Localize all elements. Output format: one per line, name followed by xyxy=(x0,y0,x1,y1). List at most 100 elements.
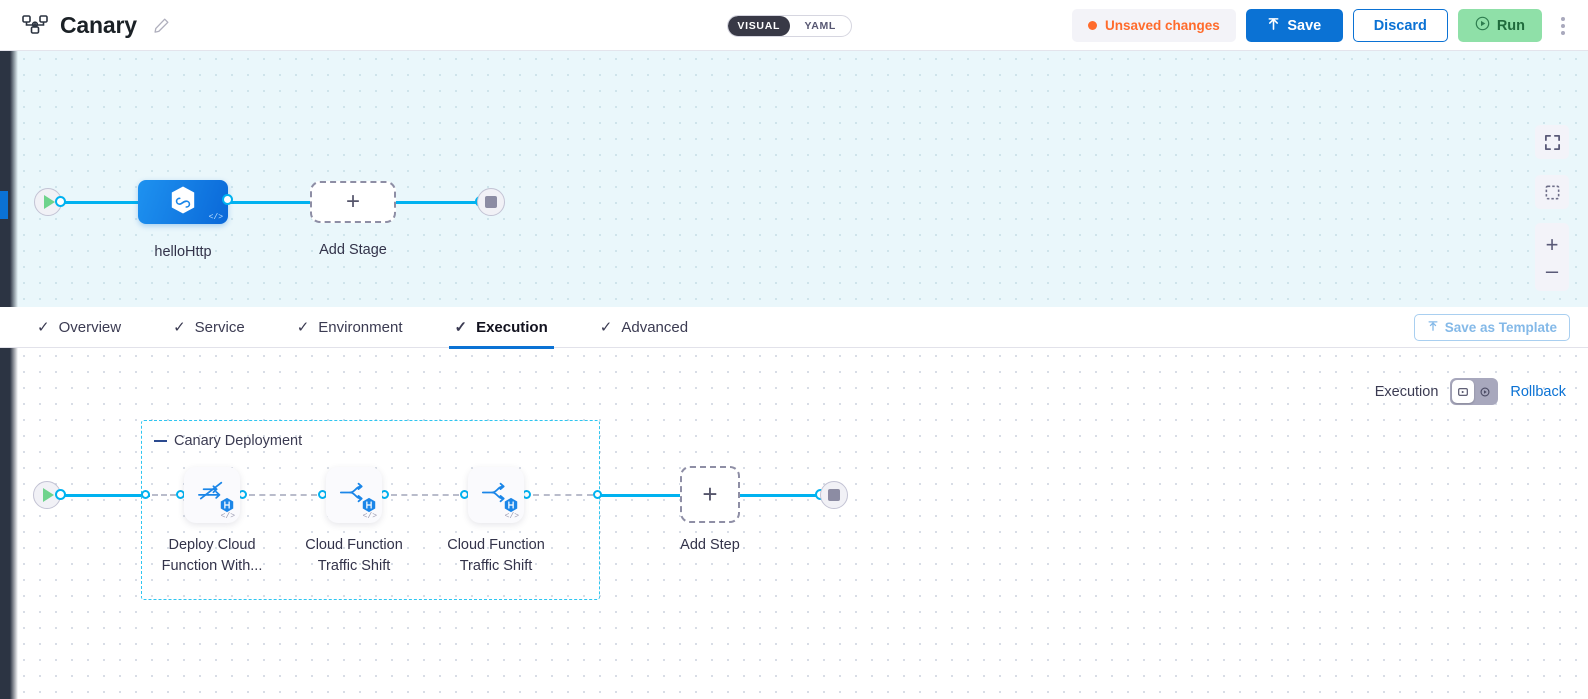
save-as-template-label: Save as Template xyxy=(1444,320,1557,335)
tab-advanced[interactable]: ✓ Advanced xyxy=(594,307,694,348)
tab-environment-label: Environment xyxy=(318,318,403,336)
execution-rollback-switch: Execution Rollback xyxy=(1375,378,1566,405)
add-step-button[interactable]: + xyxy=(680,466,740,523)
pipeline-end-node[interactable] xyxy=(477,188,505,216)
execution-start-port[interactable] xyxy=(55,489,66,500)
check-icon: ✓ xyxy=(599,319,613,336)
wire-addstep-to-end xyxy=(740,494,820,497)
unsaved-label: Unsaved changes xyxy=(1105,18,1220,33)
tab-service-label: Service xyxy=(194,318,245,336)
wire-step1-step2 xyxy=(249,494,317,496)
template-upload-icon xyxy=(1427,320,1439,335)
header-left-group: Canary xyxy=(0,12,170,39)
stage-node-hellohttp[interactable]: </> xyxy=(138,180,228,224)
tab-execution-label: Execution xyxy=(476,318,548,336)
group-input-port[interactable] xyxy=(141,490,150,499)
add-stage-label: Add Stage xyxy=(319,242,387,258)
add-step-plus-icon: + xyxy=(702,479,718,509)
execution-end-node[interactable] xyxy=(820,481,848,509)
tab-service[interactable]: ✓ Service xyxy=(167,307,251,348)
marquee-select-icon[interactable] xyxy=(1535,175,1569,209)
execution-start-node[interactable] xyxy=(33,481,61,509)
zoom-out-button[interactable]: – xyxy=(1545,258,1559,283)
status-badge-unsaved: Unsaved changes xyxy=(1072,9,1236,42)
left-rail-bottom xyxy=(0,348,18,699)
play-start-icon xyxy=(33,481,61,509)
collapse-dash-icon[interactable] xyxy=(154,439,167,443)
wire-step2-step3 xyxy=(391,494,459,496)
step-2-code-tag: </> xyxy=(362,512,377,521)
execution-label: Execution xyxy=(1374,383,1439,400)
execution-flow-icon[interactable] xyxy=(1452,380,1475,403)
discard-button[interactable]: Discard xyxy=(1352,9,1448,42)
discard-button-label: Discard xyxy=(1373,17,1427,34)
header-actions: Unsaved changes Save Discard xyxy=(1072,9,1574,42)
infinity-hexagon-icon xyxy=(169,185,197,220)
deploy-function-icon xyxy=(196,479,228,512)
step-node-traffic-shift-2[interactable]: </> xyxy=(468,467,524,523)
traffic-shift-icon xyxy=(480,479,512,511)
stage-canvas[interactable]: </> helloHttp + Add Stage xyxy=(0,51,1588,307)
left-rail xyxy=(0,51,18,307)
wire-start-to-stage xyxy=(60,201,150,204)
zoom-in-button[interactable]: + xyxy=(1545,232,1559,257)
rollback-label[interactable]: Rollback xyxy=(1510,383,1566,400)
view-mode-toggle[interactable]: VISUAL YAML xyxy=(727,15,852,37)
tab-overview[interactable]: ✓ Overview xyxy=(31,307,127,348)
rollback-flow-icon[interactable] xyxy=(1474,380,1496,403)
wire-group-to-addstep xyxy=(601,494,681,497)
step-node-deploy-cloud-function[interactable]: </> xyxy=(184,467,240,523)
group-title: Canary Deployment xyxy=(154,433,302,449)
stop-end-icon xyxy=(477,188,505,216)
wire-group-out xyxy=(533,494,593,496)
zoom-controls[interactable]: + – xyxy=(1535,223,1569,291)
check-icon: ✓ xyxy=(296,319,310,336)
unsaved-dot-icon xyxy=(1088,21,1098,30)
save-as-template-button[interactable]: Save as Template xyxy=(1413,314,1570,341)
check-icon: ✓ xyxy=(173,319,186,336)
wire-start-to-group xyxy=(60,494,150,497)
play-circle-icon xyxy=(1475,16,1490,35)
fit-screen-icon[interactable] xyxy=(1535,125,1569,159)
stage-label: helloHttp xyxy=(154,244,212,260)
harness-hex-badge xyxy=(219,497,235,513)
step-1-label: Deploy Cloud Function With... xyxy=(161,537,263,575)
tab-yaml-mode[interactable]: YAML xyxy=(804,20,837,32)
save-button-label: Save xyxy=(1287,17,1322,34)
step-group-canary-deployment[interactable]: Canary Deployment xyxy=(141,420,600,600)
step-3-code-tag: </> xyxy=(504,512,519,521)
execution-mode-toggle[interactable] xyxy=(1450,378,1499,405)
stop-end-icon xyxy=(820,481,848,509)
tab-overview-label: Overview xyxy=(58,318,122,336)
step-2-label: Cloud Function Traffic Shift xyxy=(305,537,403,575)
execution-canvas[interactable]: Execution Rollback xyxy=(0,348,1588,699)
page-title: Canary xyxy=(60,11,137,38)
tab-execution[interactable]: ✓ Execution xyxy=(448,307,555,349)
stage-code-tag: </> xyxy=(208,213,223,222)
step-node-traffic-shift-1[interactable]: </> xyxy=(326,467,382,523)
save-button[interactable]: Save xyxy=(1245,9,1343,42)
kebab-menu-icon[interactable] xyxy=(1552,9,1574,42)
tab-environment[interactable]: ✓ Environment xyxy=(291,307,409,348)
left-rail-accent xyxy=(0,191,8,219)
pencil-icon[interactable] xyxy=(153,17,170,34)
traffic-shift-icon xyxy=(338,479,370,511)
step-1-code-tag: </> xyxy=(220,512,235,521)
pipeline-nodes-icon xyxy=(22,14,48,36)
tab-visual-mode[interactable]: VISUAL xyxy=(728,16,790,36)
start-output-port[interactable] xyxy=(55,196,66,207)
run-button[interactable]: Run xyxy=(1457,9,1542,42)
add-stage-plus-icon: + xyxy=(345,188,360,215)
check-icon: ✓ xyxy=(454,319,468,336)
harness-hex-badge xyxy=(361,497,377,513)
harness-hex-badge xyxy=(503,497,519,513)
tab-advanced-label: Advanced xyxy=(621,318,689,336)
app-header: Canary VISUAL YAML Unsaved changes xyxy=(0,0,1588,51)
stage-output-port[interactable] xyxy=(222,194,233,205)
add-stage-button[interactable]: + xyxy=(310,181,396,223)
step-3-label: Cloud Function Traffic Shift xyxy=(447,537,545,575)
wire-addstage-to-end xyxy=(396,201,484,204)
add-step-label: Add Step xyxy=(680,537,740,553)
group-title-label: Canary Deployment xyxy=(174,433,303,449)
